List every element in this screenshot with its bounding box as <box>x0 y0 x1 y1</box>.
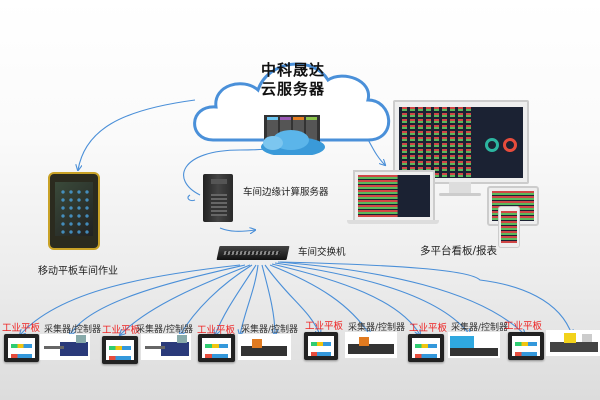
switch-label: 车间交换机 <box>298 247 346 258</box>
station-2-panel-label: 工业平板 <box>102 325 141 336</box>
station-5-panel-label: 工业平板 <box>409 323 448 334</box>
station-4-industrial-panel <box>304 332 338 360</box>
station-5-controller-label: 采集器/控制器 <box>451 323 509 333</box>
mobile-tablet-label: 移动平板车间作业 <box>38 266 118 277</box>
station-6-machine <box>546 330 600 356</box>
laptop-icon <box>353 170 435 222</box>
link-cloud-tablet <box>78 99 196 170</box>
station-1-machine <box>40 334 90 360</box>
tower-server-icon <box>203 174 233 222</box>
station-4-panel-label: 工业平板 <box>305 321 344 332</box>
station-5-industrial-panel <box>408 334 444 362</box>
cloud-icon <box>193 62 391 157</box>
station-2-machine <box>141 334 191 360</box>
stations: 工业平板 采集器/控制器 工业平板 采集器/控制器 工业平板 采集器/控制器 工… <box>0 318 600 368</box>
station-5-machine <box>448 332 500 358</box>
station-6-panel-label: 工业平板 <box>504 321 543 332</box>
cloud-title-line2: 云服务器 <box>260 80 325 98</box>
station-1-panel-label: 工业平板 <box>2 323 41 334</box>
station-3-panel-label: 工业平板 <box>197 325 236 336</box>
link-server-switch <box>219 228 255 231</box>
monitor-icon <box>393 100 529 184</box>
edge-server-label: 车间边缘计算服务器 <box>243 187 329 198</box>
network-switch <box>216 243 290 263</box>
station-1-industrial-panel <box>4 334 39 362</box>
dashboards-label: 多平台看板/报表 <box>420 245 498 257</box>
link-server-loop <box>187 194 196 202</box>
network-switch-icon <box>216 246 290 260</box>
station-2-industrial-panel <box>102 336 138 364</box>
station-2-controller-label: 采集器/控制器 <box>136 325 194 335</box>
station-3-industrial-panel <box>198 334 235 362</box>
cloud-title-line1: 中科晟达 <box>260 61 325 79</box>
station-4-controller-label: 采集器/控制器 <box>348 323 406 333</box>
station-4-machine <box>345 332 397 358</box>
phone-icon <box>498 206 520 248</box>
edge-server <box>203 174 237 224</box>
station-6-industrial-panel <box>508 332 544 360</box>
station-3-machine <box>238 334 291 360</box>
station-1-controller-label: 采集器/控制器 <box>44 325 102 335</box>
station-3-controller-label: 采集器/控制器 <box>241 325 299 335</box>
dashboard-devices <box>345 98 595 248</box>
mobile-tablet <box>48 172 100 250</box>
rugged-tablet-icon <box>48 172 100 250</box>
cloud-server: 中科晟达 云服务器 <box>188 45 398 157</box>
